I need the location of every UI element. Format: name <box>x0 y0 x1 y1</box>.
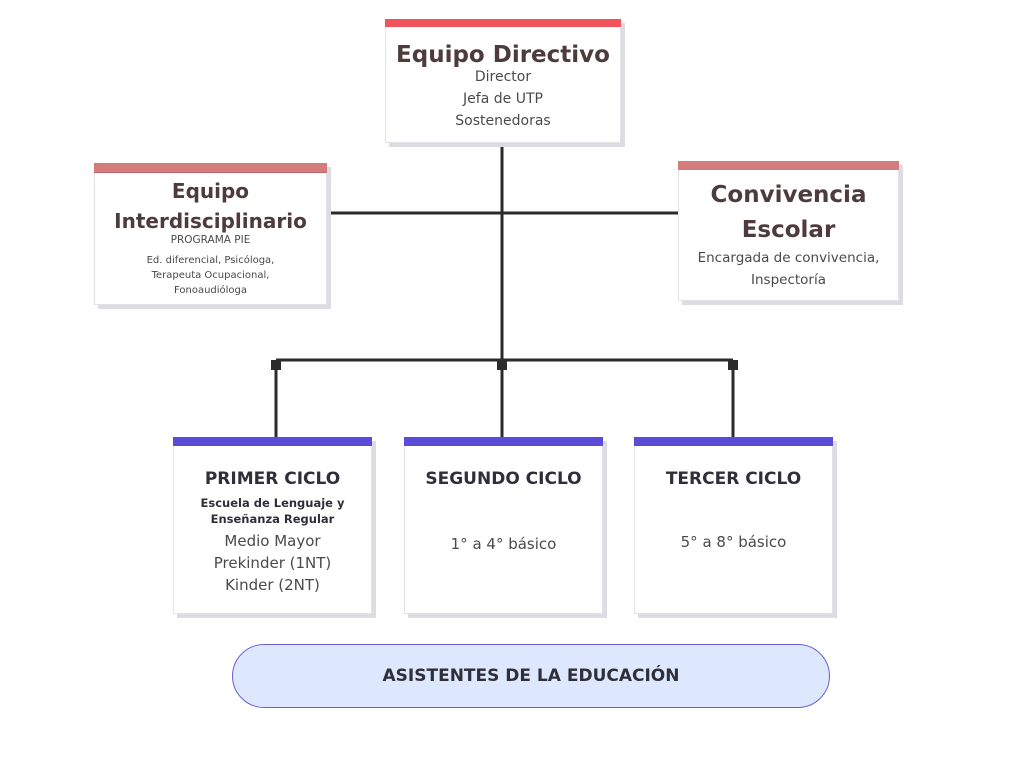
segundo-ciclo-detail: 1° a 4° básico <box>450 535 557 553</box>
primer-ciclo-title: PRIMER CICLO <box>204 469 341 489</box>
convivencia-escolar-box: Convivencia Escolar Encargada de convive… <box>678 161 899 301</box>
segundo-ciclo-title: SEGUNDO CICLO <box>425 469 582 489</box>
primer-ciclo-line-prekinder: Prekinder (1NT) <box>213 554 332 572</box>
equipo-directivo-line-utp: Jefa de UTP <box>463 91 543 107</box>
tercer-ciclo-box: TERCER CICLO 5° a 8° básico <box>634 437 833 614</box>
segundo-ciclo-color-bar <box>404 437 603 446</box>
programa-pie-label: PROGRAMA PIE <box>170 234 251 246</box>
junction-marker-tercer <box>728 360 738 370</box>
junction-marker-primer <box>271 360 281 370</box>
equipo-directivo-line-sostenedoras: Sostenedoras <box>455 113 551 129</box>
equipo-directivo-title: Equipo Directivo <box>396 42 610 68</box>
equipo-interdisciplinario-line-1: Ed. diferencial, Psicóloga, <box>146 255 275 266</box>
equipo-interdisciplinario-box: Equipo Interdisciplinario PROGRAMA PIE E… <box>94 163 327 305</box>
junction-marker-segundo <box>497 360 507 370</box>
primer-ciclo-subtitle-line1: Escuela de Lenguaje y <box>200 496 345 510</box>
convivencia-escolar-line-2: Inspectoría <box>751 272 826 288</box>
equipo-interdisciplinario-title-line2: Interdisciplinario <box>114 209 307 233</box>
primer-ciclo-line-kinder: Kinder (2NT) <box>225 576 320 594</box>
primer-ciclo-color-bar <box>173 437 372 446</box>
primer-ciclo-box: PRIMER CICLO Escuela de Lenguaje y Enseñ… <box>173 437 372 614</box>
tercer-ciclo-detail: 5° a 8° básico <box>680 533 787 551</box>
tercer-ciclo-title: TERCER CICLO <box>665 469 802 489</box>
equipo-directivo-color-bar <box>385 19 621 27</box>
tercer-ciclo-color-bar <box>634 437 833 446</box>
equipo-interdisciplinario-line-2: Terapeuta Ocupacional, <box>151 270 270 281</box>
equipo-directivo-box: Equipo Directivo Director Jefa de UTP So… <box>385 19 621 143</box>
equipo-directivo-line-director: Director <box>474 69 532 85</box>
equipo-interdisciplinario-title-line1: Equipo <box>171 179 250 203</box>
convivencia-escolar-title-line2: Escolar <box>741 217 836 243</box>
equipo-interdisciplinario-color-bar <box>94 163 327 173</box>
asistentes-de-la-educacion-label: ASISTENTES DE LA EDUCACIÓN <box>382 666 680 686</box>
asistentes-de-la-educacion-box: ASISTENTES DE LA EDUCACIÓN <box>232 644 830 708</box>
segundo-ciclo-box: SEGUNDO CICLO 1° a 4° básico <box>404 437 603 614</box>
convivencia-escolar-line-1: Encargada de convivencia, <box>697 250 880 266</box>
convivencia-escolar-color-bar <box>678 161 899 170</box>
primer-ciclo-line-medio-mayor: Medio Mayor <box>224 532 321 550</box>
primer-ciclo-subtitle-line2: Enseñanza Regular <box>210 512 335 526</box>
convivencia-escolar-title-line1: Convivencia <box>710 182 867 208</box>
equipo-interdisciplinario-line-3: Fonoaudióloga <box>173 285 248 296</box>
